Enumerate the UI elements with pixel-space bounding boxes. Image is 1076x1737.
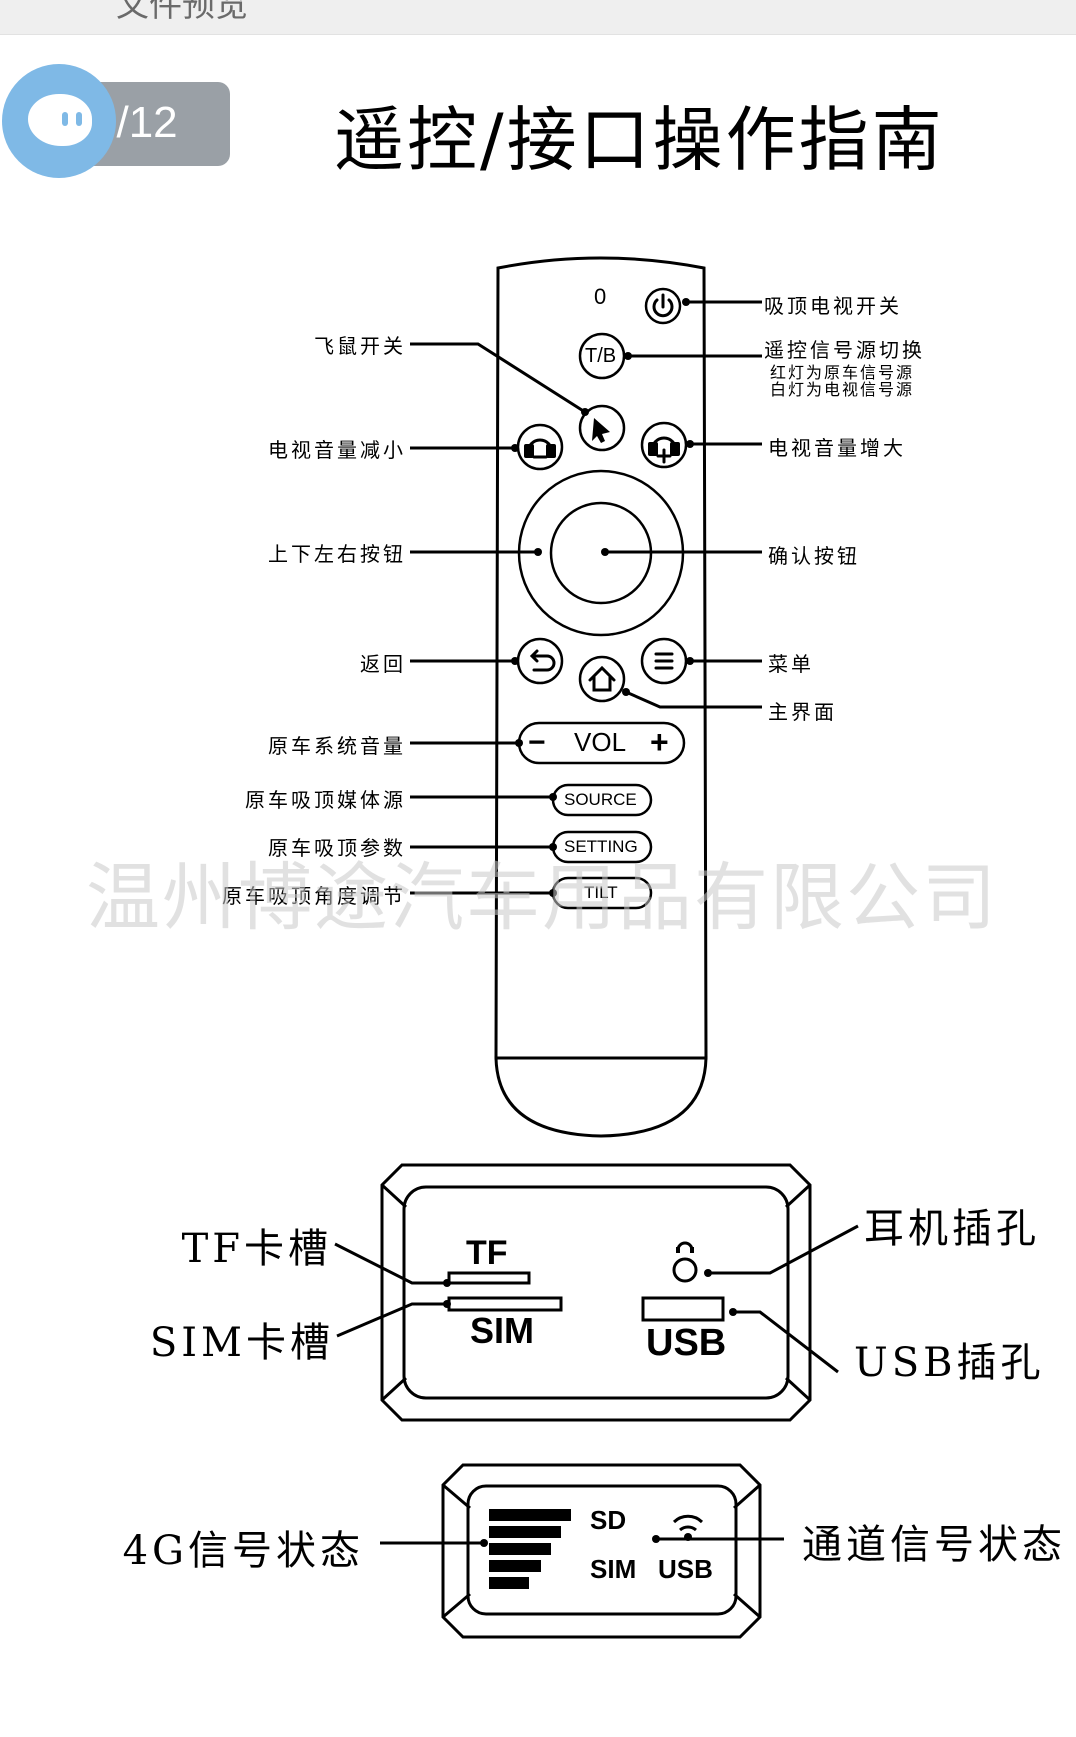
- label-home: 主界面: [768, 700, 837, 724]
- status-sim-text: SIM: [590, 1554, 637, 1584]
- status-panel-inner: [466, 1484, 738, 1616]
- watermark: 温州博途汽车用品有限公司: [86, 855, 998, 941]
- top-bar: 文件预览: [0, 0, 1076, 35]
- status-usb-text: USB: [658, 1554, 713, 1584]
- label-source-note-white: 白灯为电视信号源: [770, 380, 915, 399]
- cursor-icon: [592, 418, 610, 443]
- tb-button-label: T/B: [585, 345, 617, 367]
- source-button-label: SOURCE: [564, 790, 637, 809]
- label-ok: 确认按钮: [768, 544, 860, 568]
- label-car-volume: 原车系统音量: [268, 734, 406, 758]
- ports-panel-outer: [380, 1163, 812, 1422]
- label-air-mouse: 飞鼠开关: [314, 334, 406, 358]
- label-menu: 菜单: [768, 652, 814, 676]
- usb-text: USB: [646, 1322, 727, 1364]
- headphone-icon: [676, 1241, 694, 1251]
- label-dpad: 上下左右按钮: [268, 542, 406, 566]
- power-icon: [652, 298, 674, 318]
- label-car-media: 原车吸顶媒体源: [245, 788, 406, 812]
- sim-slot: [447, 1296, 563, 1312]
- label-sim-slot: SIM卡槽: [149, 1320, 334, 1366]
- sd-text: SD: [590, 1505, 627, 1535]
- label-headphone: 耳机插孔: [864, 1206, 1040, 1252]
- back-button: [516, 637, 564, 685]
- led-indicator: 0: [594, 284, 607, 309]
- label-4g-signal: 4G信号状态: [122, 1528, 364, 1574]
- label-source-switch: 遥控信号源切换: [764, 338, 925, 362]
- label-channel-signal: 通道信号状态: [802, 1522, 1066, 1568]
- label-tv-vol-down: 电视音量减小: [268, 438, 406, 462]
- tilt-button-label: TILT: [584, 883, 618, 902]
- label-car-angle: 原车吸顶角度调节: [222, 884, 406, 908]
- label-usb: USB插孔: [854, 1340, 1045, 1386]
- sim-text: SIM: [470, 1310, 535, 1351]
- wifi-icon: [672, 1514, 704, 1532]
- tf-text: TF: [466, 1234, 508, 1272]
- signal-4g-bars: [489, 1509, 692, 1589]
- headphone-jack: [672, 1257, 698, 1283]
- label-tv-vol-up: 电视音量增大: [768, 436, 906, 460]
- vol-plus-label: +: [650, 724, 669, 760]
- label-tf-slot: TF卡槽: [181, 1226, 332, 1272]
- topbar-title: 文件预览: [116, 0, 248, 24]
- mascot-icon[interactable]: [2, 64, 116, 178]
- label-power: 吸顶电视开关: [764, 294, 902, 318]
- home-button: [578, 655, 626, 703]
- ports-panel-inner: [402, 1185, 790, 1400]
- remote-bottom-cap: [494, 1056, 708, 1138]
- back-icon: [531, 654, 556, 672]
- page-title: 遥控/接口操作指南: [334, 99, 945, 181]
- setting-button-label: SETTING: [564, 837, 638, 856]
- status-panel-outer: [441, 1463, 762, 1639]
- label-source-note-red: 红灯为原车信号源: [770, 363, 915, 382]
- usb-port: [641, 1296, 725, 1322]
- vol-minus-label: −: [528, 726, 546, 759]
- label-back: 返回: [360, 652, 406, 676]
- remote-body: [494, 256, 708, 1060]
- tf-slot: [447, 1271, 531, 1285]
- home-icon: [588, 665, 616, 692]
- vol-button-label: VOL: [574, 727, 627, 757]
- label-car-params: 原车吸顶参数: [268, 836, 406, 860]
